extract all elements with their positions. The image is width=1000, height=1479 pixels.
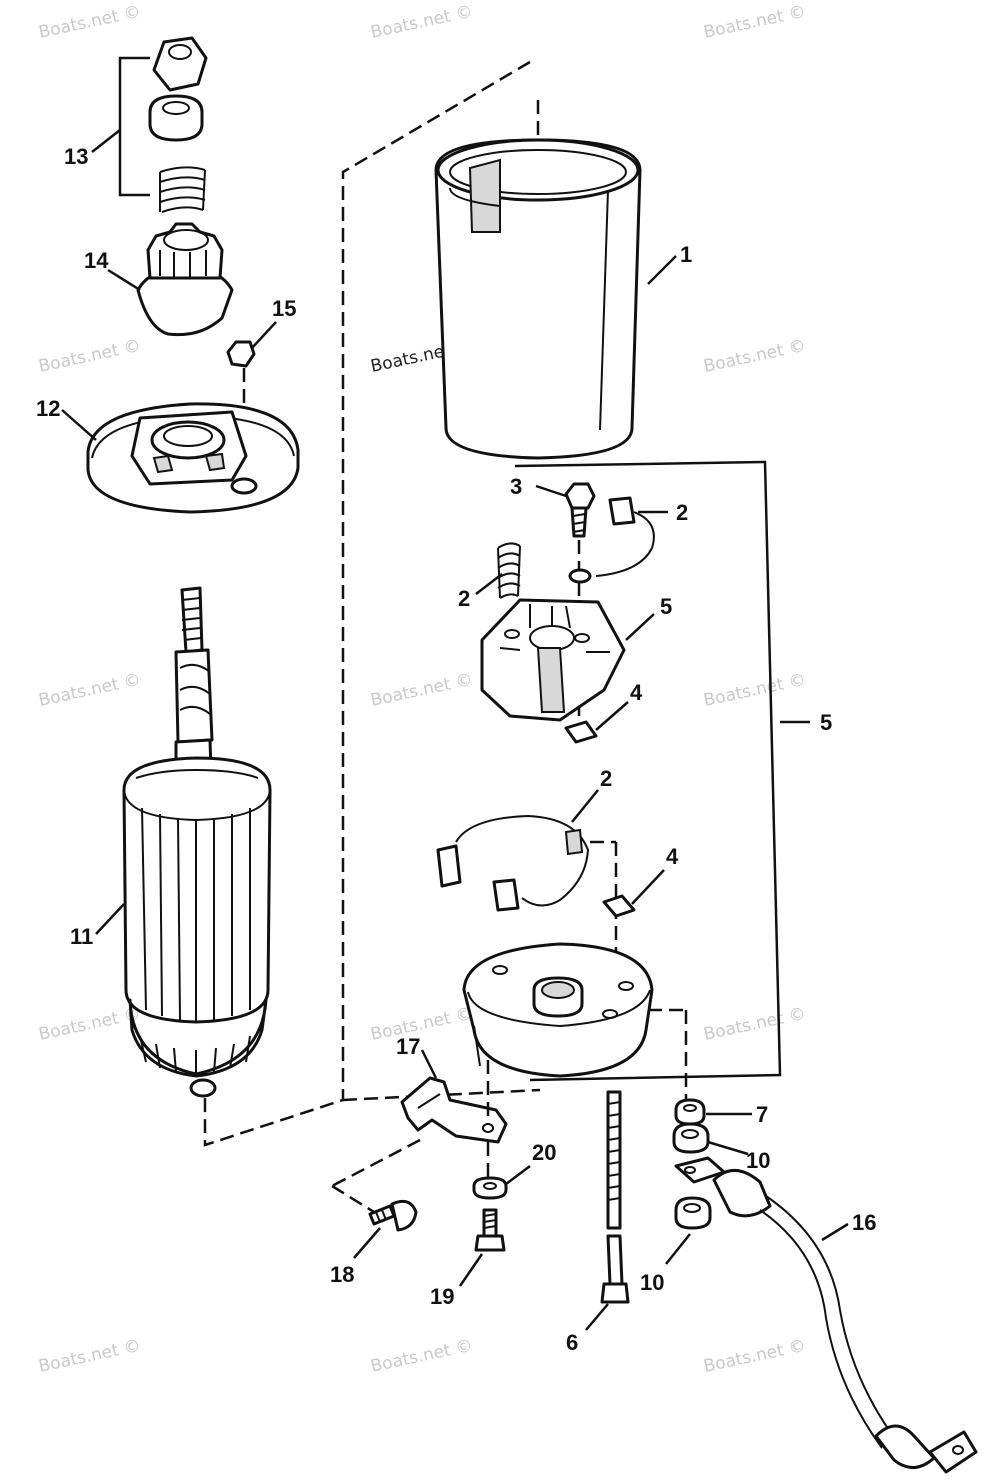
assembly-dashed-line — [331, 1184, 375, 1214]
battery-cable — [674, 1156, 978, 1474]
part-label-4: 4 — [666, 844, 679, 869]
leader-line — [420, 1049, 438, 1079]
leader-line — [535, 484, 567, 498]
brush-spring — [497, 542, 521, 599]
assembly-bracket-5 — [514, 460, 782, 1082]
leader-line — [595, 701, 629, 731]
part-label-12: 12 — [36, 396, 60, 421]
watermark-text: Boats.net © — [37, 336, 143, 377]
watermark-text: Boats.net © — [702, 1004, 808, 1045]
assembly-dashed-line — [342, 1088, 541, 1102]
mounting-screw — [368, 1199, 418, 1232]
leader-line — [647, 255, 677, 285]
part-label-2: 2 — [458, 586, 470, 611]
part-label-19: 19 — [430, 1284, 454, 1309]
leader-line — [707, 1140, 749, 1156]
watermark-text: Boats.net © — [702, 1336, 808, 1377]
part-label-10: 10 — [746, 1148, 770, 1173]
brush-holder — [480, 598, 626, 722]
part-label-20: 20 — [532, 1140, 556, 1165]
watermark-text: Boats.net © — [37, 1336, 143, 1377]
part-label-13: 13 — [64, 144, 88, 169]
hex-nut-lower — [674, 1196, 712, 1230]
part-label-2: 2 — [600, 766, 612, 791]
armature — [122, 586, 272, 1098]
part-label-17: 17 — [396, 1034, 420, 1059]
leader-line — [251, 321, 277, 349]
part-label-5: 5 — [820, 710, 832, 735]
watermark-text: Boats.net © — [37, 670, 143, 711]
hex-nut — [672, 1122, 710, 1154]
watermark-text: Boats.net © — [702, 2, 808, 43]
part-label-1: 1 — [680, 242, 692, 267]
part-label-4: 4 — [630, 680, 643, 705]
square-nut — [564, 720, 598, 744]
leader-line — [625, 613, 655, 641]
assembly-bracket-13 — [118, 56, 150, 197]
part-label-18: 18 — [330, 1262, 354, 1287]
leader-line — [91, 129, 121, 153]
mounting-bracket — [400, 1076, 508, 1144]
leader-line — [95, 903, 125, 935]
watermark-text: Boats.net © — [369, 670, 475, 711]
leader-line — [107, 268, 141, 292]
commutator-end-head — [462, 942, 654, 1078]
part-label-2: 2 — [676, 500, 688, 525]
part-label-3: 3 — [510, 474, 522, 499]
part-label-16: 16 — [852, 1210, 876, 1235]
brush-with-lead — [568, 496, 655, 584]
leader-line — [631, 869, 665, 905]
leader-line — [821, 1222, 849, 1242]
lock-washer — [674, 1098, 706, 1126]
small-nut — [226, 340, 256, 368]
watermark-text: Boats.net © — [369, 1336, 475, 1377]
watermark-text: Boats.net © — [37, 1004, 143, 1045]
part-label-5: 5 — [660, 594, 672, 619]
part-label-15: 15 — [272, 296, 296, 321]
leader-line — [571, 789, 599, 823]
leader-line — [505, 1165, 531, 1185]
part-label-6: 6 — [566, 1330, 578, 1355]
watermark-text: Boats.net © — [702, 336, 808, 377]
leader-line — [458, 1253, 484, 1287]
lock-nut — [152, 36, 208, 92]
drive-end-head — [86, 402, 300, 514]
cap-screw — [474, 1208, 506, 1252]
watermark-text: Boats.net © — [369, 1004, 475, 1045]
part-label-11: 11 — [70, 924, 93, 949]
watermark-text: Boats.net © — [369, 2, 475, 43]
watermark-text: Boats.net © — [702, 670, 808, 711]
watermark-text: Boats.net © — [37, 2, 143, 43]
flat-washer — [472, 1176, 508, 1200]
screw — [564, 482, 596, 538]
motor-frame — [434, 138, 642, 460]
assembly-dashed-line — [331, 1138, 421, 1188]
through-bolt — [600, 1090, 630, 1304]
part-label-14: 14 — [84, 248, 109, 273]
part-label-10: 10 — [640, 1270, 664, 1295]
drive-spring — [159, 166, 206, 213]
part-label-7: 7 — [756, 1102, 768, 1127]
leader-line — [353, 1227, 381, 1259]
spacer-washer — [148, 94, 204, 142]
leader-line — [665, 1233, 691, 1265]
brush-set — [436, 814, 590, 912]
drive-pinion — [136, 222, 234, 337]
leader-line — [61, 409, 97, 441]
leader-line — [585, 1303, 609, 1331]
leader-line — [475, 573, 503, 595]
square-nut-lower — [602, 894, 636, 918]
